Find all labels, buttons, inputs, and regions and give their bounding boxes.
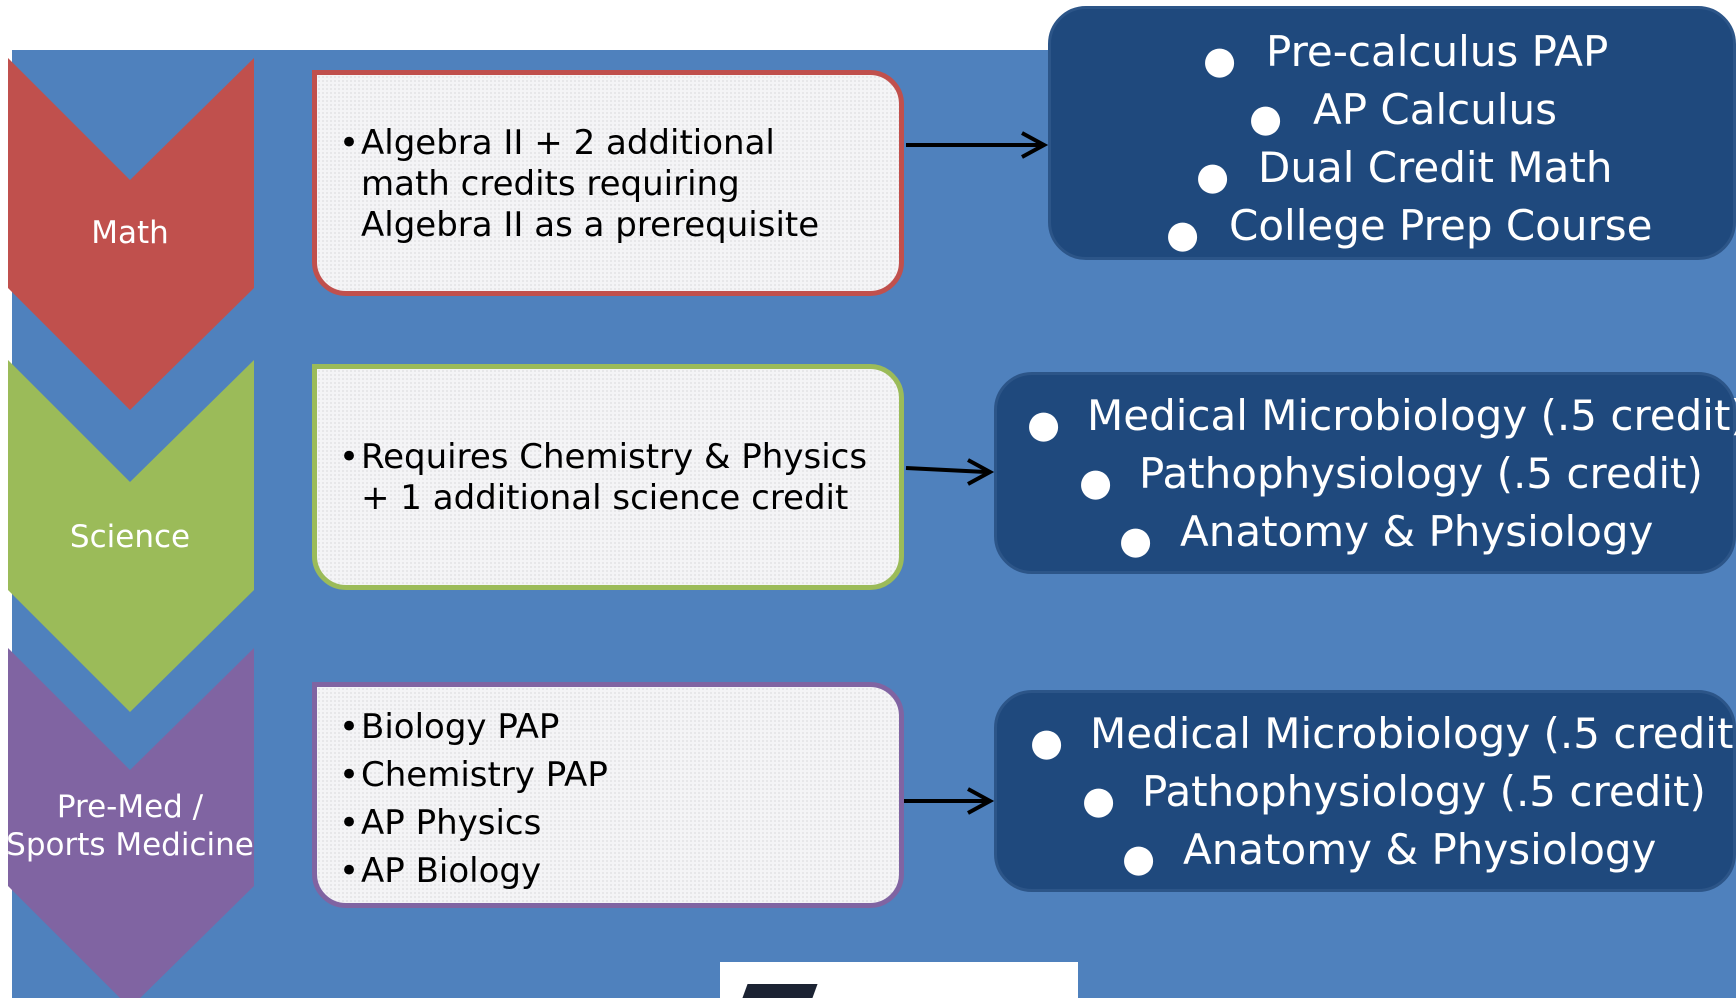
requirement-item: Chemistry PAP [339,751,869,799]
course-box-math: ● Pre-calculus PAP ● AP Calculus ● Dual … [1048,6,1736,260]
bullet-icon: ● [1079,460,1113,504]
bullet-icon: ● [1082,778,1116,822]
course-box-premed: ● Medical Microbiology (.5 credit) ● Pat… [994,690,1736,892]
category-label-premed: Pre-Med /Sports Medicine [6,789,254,863]
photo-thumbnail [720,962,1078,998]
requirement-box-premed: Biology PAP Chemistry PAP AP Physics AP … [312,682,904,908]
course-item: AP Calculus [1313,85,1558,134]
requirement-item: Biology PAP [339,703,869,751]
chevron-math [8,58,254,410]
arrowhead-math [1021,131,1049,159]
bullet-icon: ● [1203,38,1237,82]
bullet-icon: ● [1030,720,1064,764]
requirement-box-math: Algebra II + 2 additional math credits r… [312,70,904,296]
requirement-box-science: Requires Chemistry & Physics + 1 additio… [312,364,904,590]
course-item: Pathophysiology (.5 credit) [1139,449,1703,498]
chevron-science [8,360,254,712]
requirement-item: AP Biology [339,847,869,895]
bullet-icon: ● [1122,836,1156,880]
course-item: Anatomy & Physiology [1183,825,1657,874]
bullet-icon: ● [1027,402,1061,446]
requirement-item: Algebra II + 2 additional math credits r… [339,123,859,246]
bullet-icon: ● [1249,96,1283,140]
category-label-math: Math [91,215,169,251]
category-label-science: Science [69,519,191,555]
requirement-item: AP Physics [339,799,869,847]
bullet-icon: ● [1119,518,1153,562]
course-item: Medical Microbiology (.5 credit) [1087,391,1736,440]
course-item: Medical Microbiology (.5 credit) [1090,709,1736,758]
course-item: Pathophysiology (.5 credit) [1142,767,1706,816]
bullet-icon: ● [1196,154,1230,198]
arrowhead-science [967,458,995,486]
arrowhead-premed [967,787,995,815]
photo-object [742,984,818,998]
bullet-icon: ● [1166,212,1200,256]
arrow-line-science [905,466,987,474]
course-item: Dual Credit Math [1258,143,1613,192]
course-item: Anatomy & Physiology [1180,507,1654,556]
requirement-item: Requires Chemistry & Physics + 1 additio… [339,437,869,519]
course-box-science: ● Medical Microbiology (.5 credit) ● Pat… [994,372,1736,574]
course-item: Pre-calculus PAP [1266,27,1609,76]
course-item: College Prep Course [1229,201,1653,250]
chevron-premed [8,648,254,998]
